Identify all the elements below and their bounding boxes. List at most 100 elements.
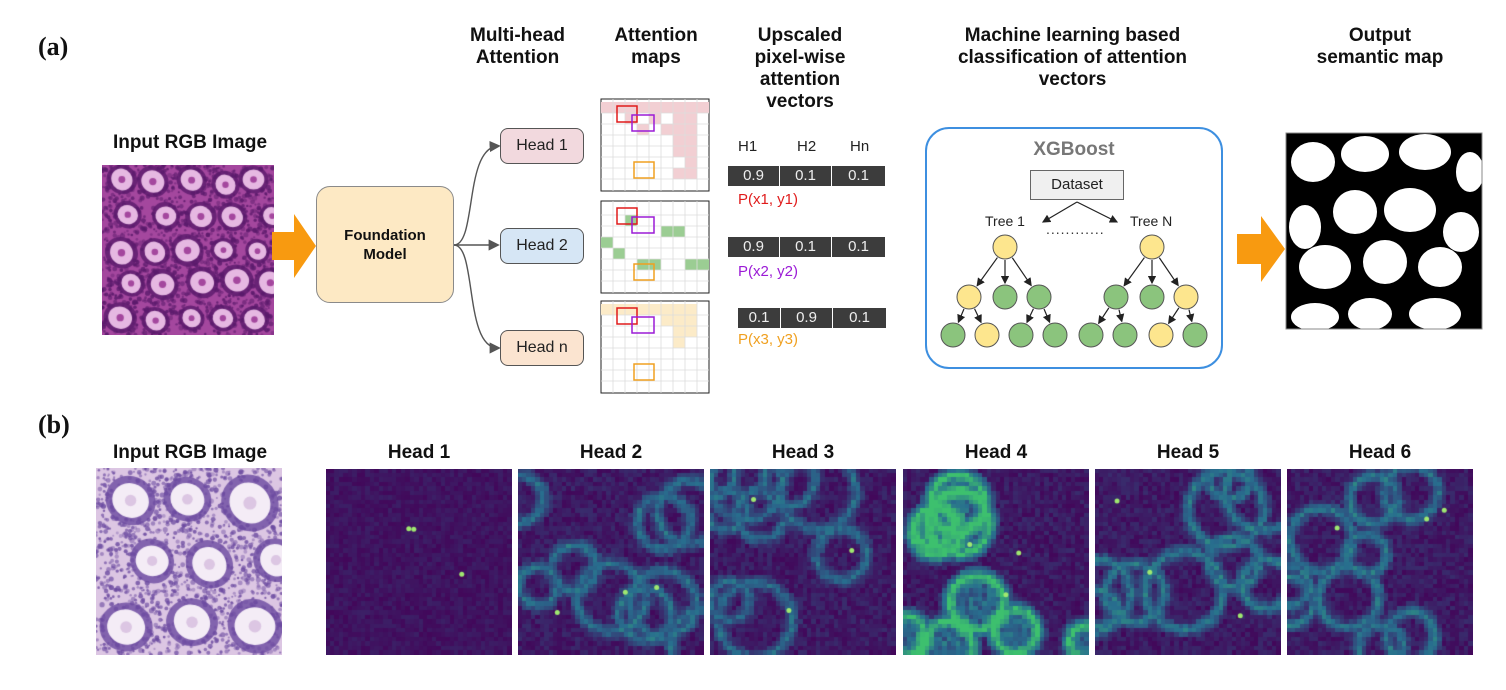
pixel-box-orange (633, 263, 655, 281)
attention-map-cell (661, 102, 673, 113)
vector-2-value: 0.9 (728, 237, 780, 257)
attention-map-cell (601, 304, 613, 315)
gland-segment (1299, 245, 1351, 289)
attention-map-cell (673, 146, 685, 157)
tree-root-node (1139, 234, 1165, 260)
vector-header-hn: Hn (850, 138, 870, 155)
orange-arrow-icon (1237, 216, 1285, 282)
attention-map-cell (685, 168, 697, 179)
attention-map-cell (673, 304, 685, 315)
foundation-label-line1: Foundation (344, 226, 426, 244)
attention-map-cell (685, 259, 697, 270)
attention-map-cell (637, 102, 649, 113)
tree-leaf-node (1042, 322, 1068, 348)
pixel-box-orange (633, 363, 655, 381)
attention-map-cell (613, 304, 625, 315)
gland-segment (1399, 134, 1451, 170)
ml-classification-title: Machine learning based classification of… (930, 25, 1215, 91)
output-semantic-map (1285, 132, 1483, 330)
heatmap-title-head-2: Head 2 (579, 442, 643, 463)
ml-title-line3: vectors (1038, 69, 1107, 90)
tree-leaf-node (1148, 322, 1174, 348)
dataset-arrow (1041, 201, 1078, 223)
vector-3-value: 0.1 (833, 308, 886, 328)
decision-trees (940, 201, 1208, 348)
attention-map-cell (625, 304, 637, 315)
pixel-box-purple (631, 216, 655, 234)
attention-heatmap-head-6 (1287, 469, 1473, 655)
attention-map-cell (673, 315, 685, 326)
tree-leaf-node (940, 322, 966, 348)
vector-header-h2: H2 (797, 138, 817, 155)
foundation-label-line2: Model (363, 245, 407, 263)
tree-edge (1011, 257, 1032, 287)
attention-map-cell (625, 113, 637, 124)
attention-map-cell (649, 259, 661, 270)
output-title-line2: semantic map (1316, 47, 1444, 68)
tree-internal-node (1026, 284, 1052, 310)
attention-map-cell (697, 102, 709, 113)
xgboost-title: XGBoost (1033, 139, 1115, 160)
panel-b-input-title: Input RGB Image (112, 442, 268, 463)
gland-segment (1363, 240, 1407, 284)
attention-map-cell (649, 102, 661, 113)
pixel-box-red (616, 307, 638, 325)
attention-vector-2: 0.9 0.1 0.1 (728, 237, 885, 257)
attention-vector-1: 0.9 0.1 0.1 (728, 166, 885, 186)
tree-edge (1186, 309, 1195, 323)
panel-b-input-image (96, 468, 282, 655)
tree-internal-node (956, 284, 982, 310)
attention-maps-grids (600, 98, 710, 394)
dataset-box: Dataset (1030, 170, 1124, 200)
panel-label-a: (a) (38, 32, 69, 61)
heatmap-title-head-6: Head 6 (1348, 442, 1412, 463)
attention-map-cell (625, 215, 637, 226)
tree-edge (957, 308, 966, 324)
pixel-box-purple (631, 114, 655, 132)
vec-title-line3: attention (759, 69, 841, 90)
attention-map-cell (685, 146, 697, 157)
dataset-arrow (1076, 201, 1119, 223)
tree-edge (1098, 307, 1110, 325)
tree-edge (974, 308, 982, 324)
head-1-box: Head 1 (500, 128, 584, 164)
attention-map-cell (613, 248, 625, 259)
tree-edge (1158, 257, 1179, 287)
attention-map-cell (601, 237, 613, 248)
tree-edge (1026, 308, 1034, 324)
tree-leaf-node (1182, 322, 1208, 348)
attention-map-cell (685, 135, 697, 146)
tree-edge (1123, 257, 1145, 287)
xgboost-panel (925, 127, 1223, 369)
maps-title-line2: maps (631, 47, 681, 68)
attention-map-cell (673, 226, 685, 237)
tree-edge (1042, 308, 1051, 324)
tree-1-label: Tree 1 (985, 213, 1025, 229)
gland-segment (1341, 136, 1389, 172)
tree-ellipsis: ............ (1046, 221, 1105, 237)
vector-1-value: 0.9 (728, 166, 780, 186)
attention-map-cell (661, 315, 673, 326)
vector-header-h1: H1 (738, 138, 758, 155)
orange-arrow-icon (272, 214, 316, 278)
attention-map-cell (673, 135, 685, 146)
attention-map-cell (601, 102, 613, 113)
attention-map-cell (661, 304, 673, 315)
foundation-model-box: Foundation Model (316, 186, 454, 303)
attention-map-cell (697, 259, 709, 270)
tree-leaf-node (1112, 322, 1138, 348)
heatmap-title-head-3: Head 3 (771, 442, 835, 463)
vec-title-line2: pixel-wise (754, 47, 846, 68)
pixel-box-orange (633, 161, 655, 179)
gland-segment (1333, 190, 1377, 234)
heatmap-title-head-1: Head 1 (387, 442, 451, 463)
tree-n-label: Tree N (1130, 213, 1173, 229)
output-title-line1: Output (1348, 25, 1412, 46)
output-title: Output semantic map (1300, 25, 1460, 69)
gland-segment (1348, 298, 1392, 330)
attention-map-cell (685, 102, 697, 113)
attention-map-cell (685, 304, 697, 315)
ml-title-line1: Machine learning based (964, 25, 1181, 46)
attention-map-cell (637, 124, 649, 135)
attention-map-frame (600, 200, 710, 294)
